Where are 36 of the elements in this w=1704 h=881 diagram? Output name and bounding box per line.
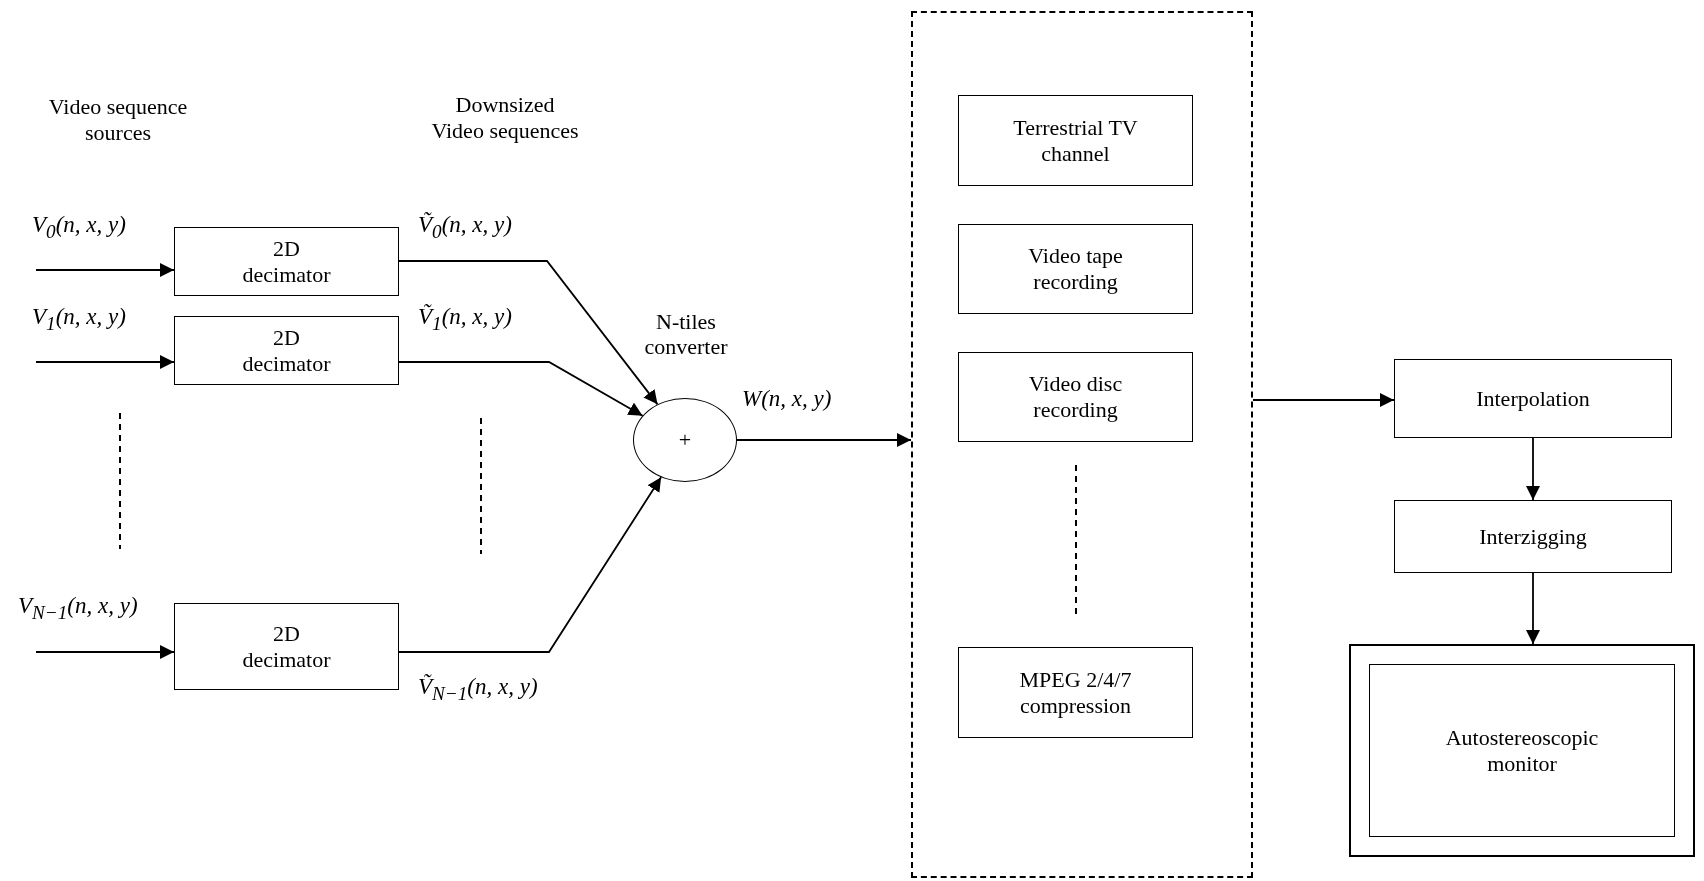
node-caption: N-tiles converter <box>643 309 729 360</box>
process-box <box>174 227 399 296</box>
edge-label: W(n, x, y) <box>742 386 832 412</box>
process-box <box>1394 359 1672 438</box>
monitor-box <box>1349 644 1695 857</box>
arrow <box>35 263 175 277</box>
arrow <box>1526 572 1540 645</box>
node-text: 2D decimator <box>241 620 332 673</box>
process-box <box>174 603 399 690</box>
node-text: Interzigging <box>1478 523 1588 550</box>
arrow <box>35 645 175 659</box>
node-text: + <box>677 427 693 453</box>
column-heading: Video sequence sources <box>47 94 189 146</box>
column-heading: Downsized Video sequences <box>430 92 580 144</box>
process-box <box>958 647 1193 738</box>
process-box <box>1394 500 1672 573</box>
group-box <box>911 11 1253 878</box>
node-text: 2D decimator <box>241 324 332 377</box>
node-text: Video disc recording <box>1027 371 1124 423</box>
node-text: Autostereoscopic monitor <box>1444 724 1600 777</box>
node-text: Video tape recording <box>1027 243 1124 295</box>
arrow <box>398 361 644 417</box>
arrow <box>736 433 912 447</box>
arrow <box>1252 393 1395 407</box>
process-box <box>174 316 399 385</box>
node-text: Interpolation <box>1475 385 1591 412</box>
node-text: Terrestrial TV channel <box>1012 114 1139 167</box>
arrow <box>398 476 662 653</box>
process-box <box>958 224 1193 314</box>
arrow <box>1526 437 1540 501</box>
node-text: MPEG 2/4/7 compression <box>1018 666 1133 719</box>
arrow <box>35 355 175 369</box>
arrow <box>398 260 659 406</box>
process-box <box>958 95 1193 186</box>
node-text: 2D decimator <box>241 235 332 288</box>
process-box <box>958 352 1193 442</box>
